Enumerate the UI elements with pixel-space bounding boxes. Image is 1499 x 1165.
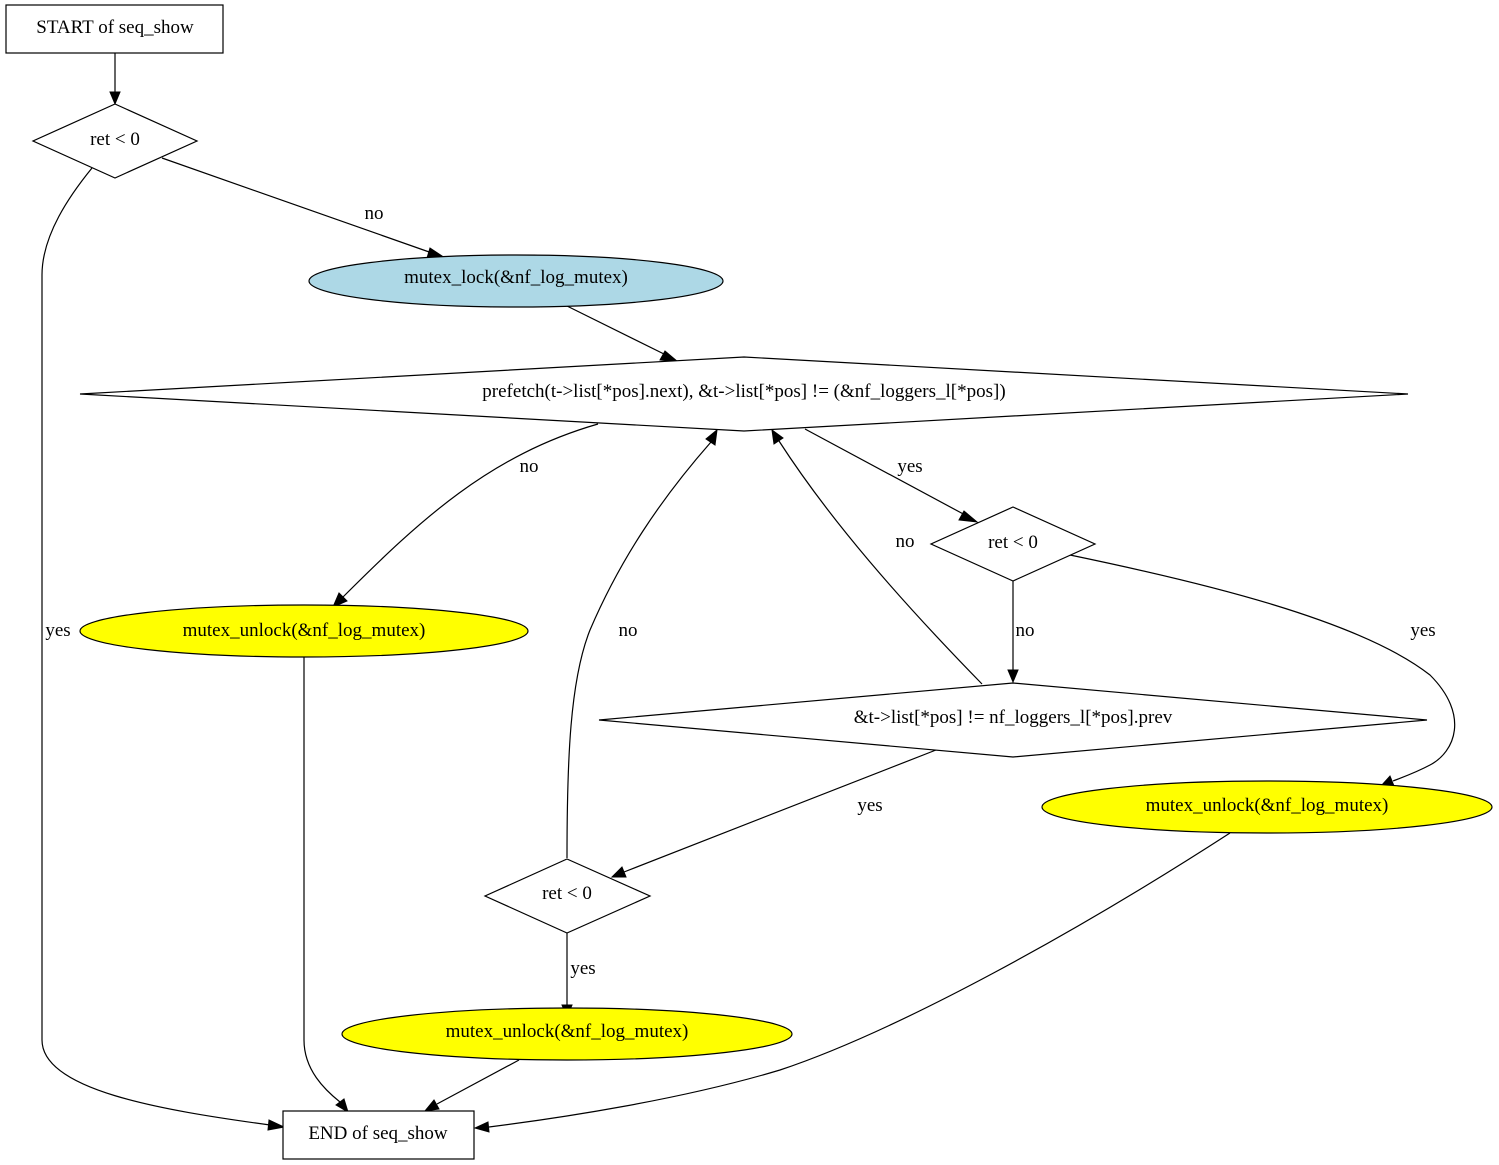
edge-unlock-c-to-end — [423, 1059, 520, 1112]
end-node: END of seq_show — [282, 1110, 475, 1160]
unlock-a-ellipse — [79, 604, 529, 658]
unlock-b-ellipse — [1041, 780, 1493, 834]
loop-label: prefetch(t->list[*pos].next), &t->list[*… — [482, 381, 1005, 402]
edge-label-cond-yes: yes — [857, 795, 882, 816]
decision3-diamond — [483, 858, 652, 934]
unlock-a-label: mutex_unlock(&nf_log_mutex) — [183, 620, 426, 641]
edge-label-decision3-yes: yes — [570, 958, 595, 979]
decision3-node: ret < 0 — [483, 858, 652, 934]
edge-cond-no: no — [771, 428, 983, 685]
edge-label-decision1-no: no — [365, 203, 384, 224]
decision1-diamond — [31, 103, 199, 179]
decision2-node: ret < 0 — [929, 506, 1097, 582]
edge-cond-yes: yes — [610, 749, 937, 878]
edge-label-decision1-yes: yes — [45, 620, 70, 641]
edge-label-loop-no: no — [520, 456, 539, 477]
edge-decision3-yes: yes — [561, 932, 596, 1019]
unlock-b-node: mutex_unlock(&nf_log_mutex) — [1041, 780, 1493, 834]
decision2-label: ret < 0 — [988, 532, 1038, 553]
lock-label: mutex_lock(&nf_log_mutex) — [404, 267, 628, 288]
lock-ellipse — [308, 254, 724, 308]
edge-decision2-yes: yes — [1069, 554, 1456, 787]
cond-diamond — [598, 682, 1428, 758]
end-box — [282, 1110, 475, 1160]
edge-decision1-yes: yes — [41, 167, 286, 1131]
start-box — [5, 4, 224, 54]
start-label: START of seq_show — [36, 17, 194, 38]
start-node: START of seq_show — [5, 4, 224, 54]
edge-unlock-a-to-end — [303, 657, 349, 1114]
edge-label-decision3-no: no — [619, 620, 638, 641]
edge-label-loop-yes: yes — [897, 456, 922, 477]
edge-label-decision2-yes: yes — [1410, 620, 1435, 641]
decision2-diamond — [929, 506, 1097, 582]
unlock-a-node: mutex_unlock(&nf_log_mutex) — [79, 604, 529, 658]
edge-unlock-b-to-end — [473, 832, 1231, 1133]
unlock-c-ellipse — [341, 1007, 793, 1061]
edge-start-to-decision1 — [109, 53, 121, 106]
edge-label-cond-no: no — [896, 531, 915, 552]
edge-label-decision2-no: no — [1016, 620, 1035, 641]
unlock-c-label: mutex_unlock(&nf_log_mutex) — [446, 1021, 689, 1042]
edge-decision3-no: no — [566, 428, 718, 859]
decision1-node: ret < 0 — [31, 103, 199, 179]
edge-loop-yes: yes — [804, 428, 979, 523]
cond-label: &t->list[*pos] != nf_loggers_l[*pos].pre… — [854, 707, 1173, 728]
edge-lock-to-loop — [566, 305, 680, 363]
loop-diamond — [79, 356, 1409, 432]
decision3-label: ret < 0 — [542, 883, 592, 904]
cond-node: &t->list[*pos] != nf_loggers_l[*pos].pre… — [598, 682, 1428, 758]
end-label: END of seq_show — [308, 1123, 448, 1144]
lock-node: mutex_lock(&nf_log_mutex) — [308, 254, 724, 308]
unlock-c-node: mutex_unlock(&nf_log_mutex) — [341, 1007, 793, 1061]
decision1-label: ret < 0 — [90, 129, 140, 150]
edge-loop-no: no — [332, 423, 599, 608]
edge-decision1-no: no — [161, 157, 447, 259]
unlock-b-label: mutex_unlock(&nf_log_mutex) — [1146, 795, 1389, 816]
loop-node: prefetch(t->list[*pos].next), &t->list[*… — [79, 356, 1409, 432]
edge-decision2-no: no — [1007, 581, 1035, 684]
